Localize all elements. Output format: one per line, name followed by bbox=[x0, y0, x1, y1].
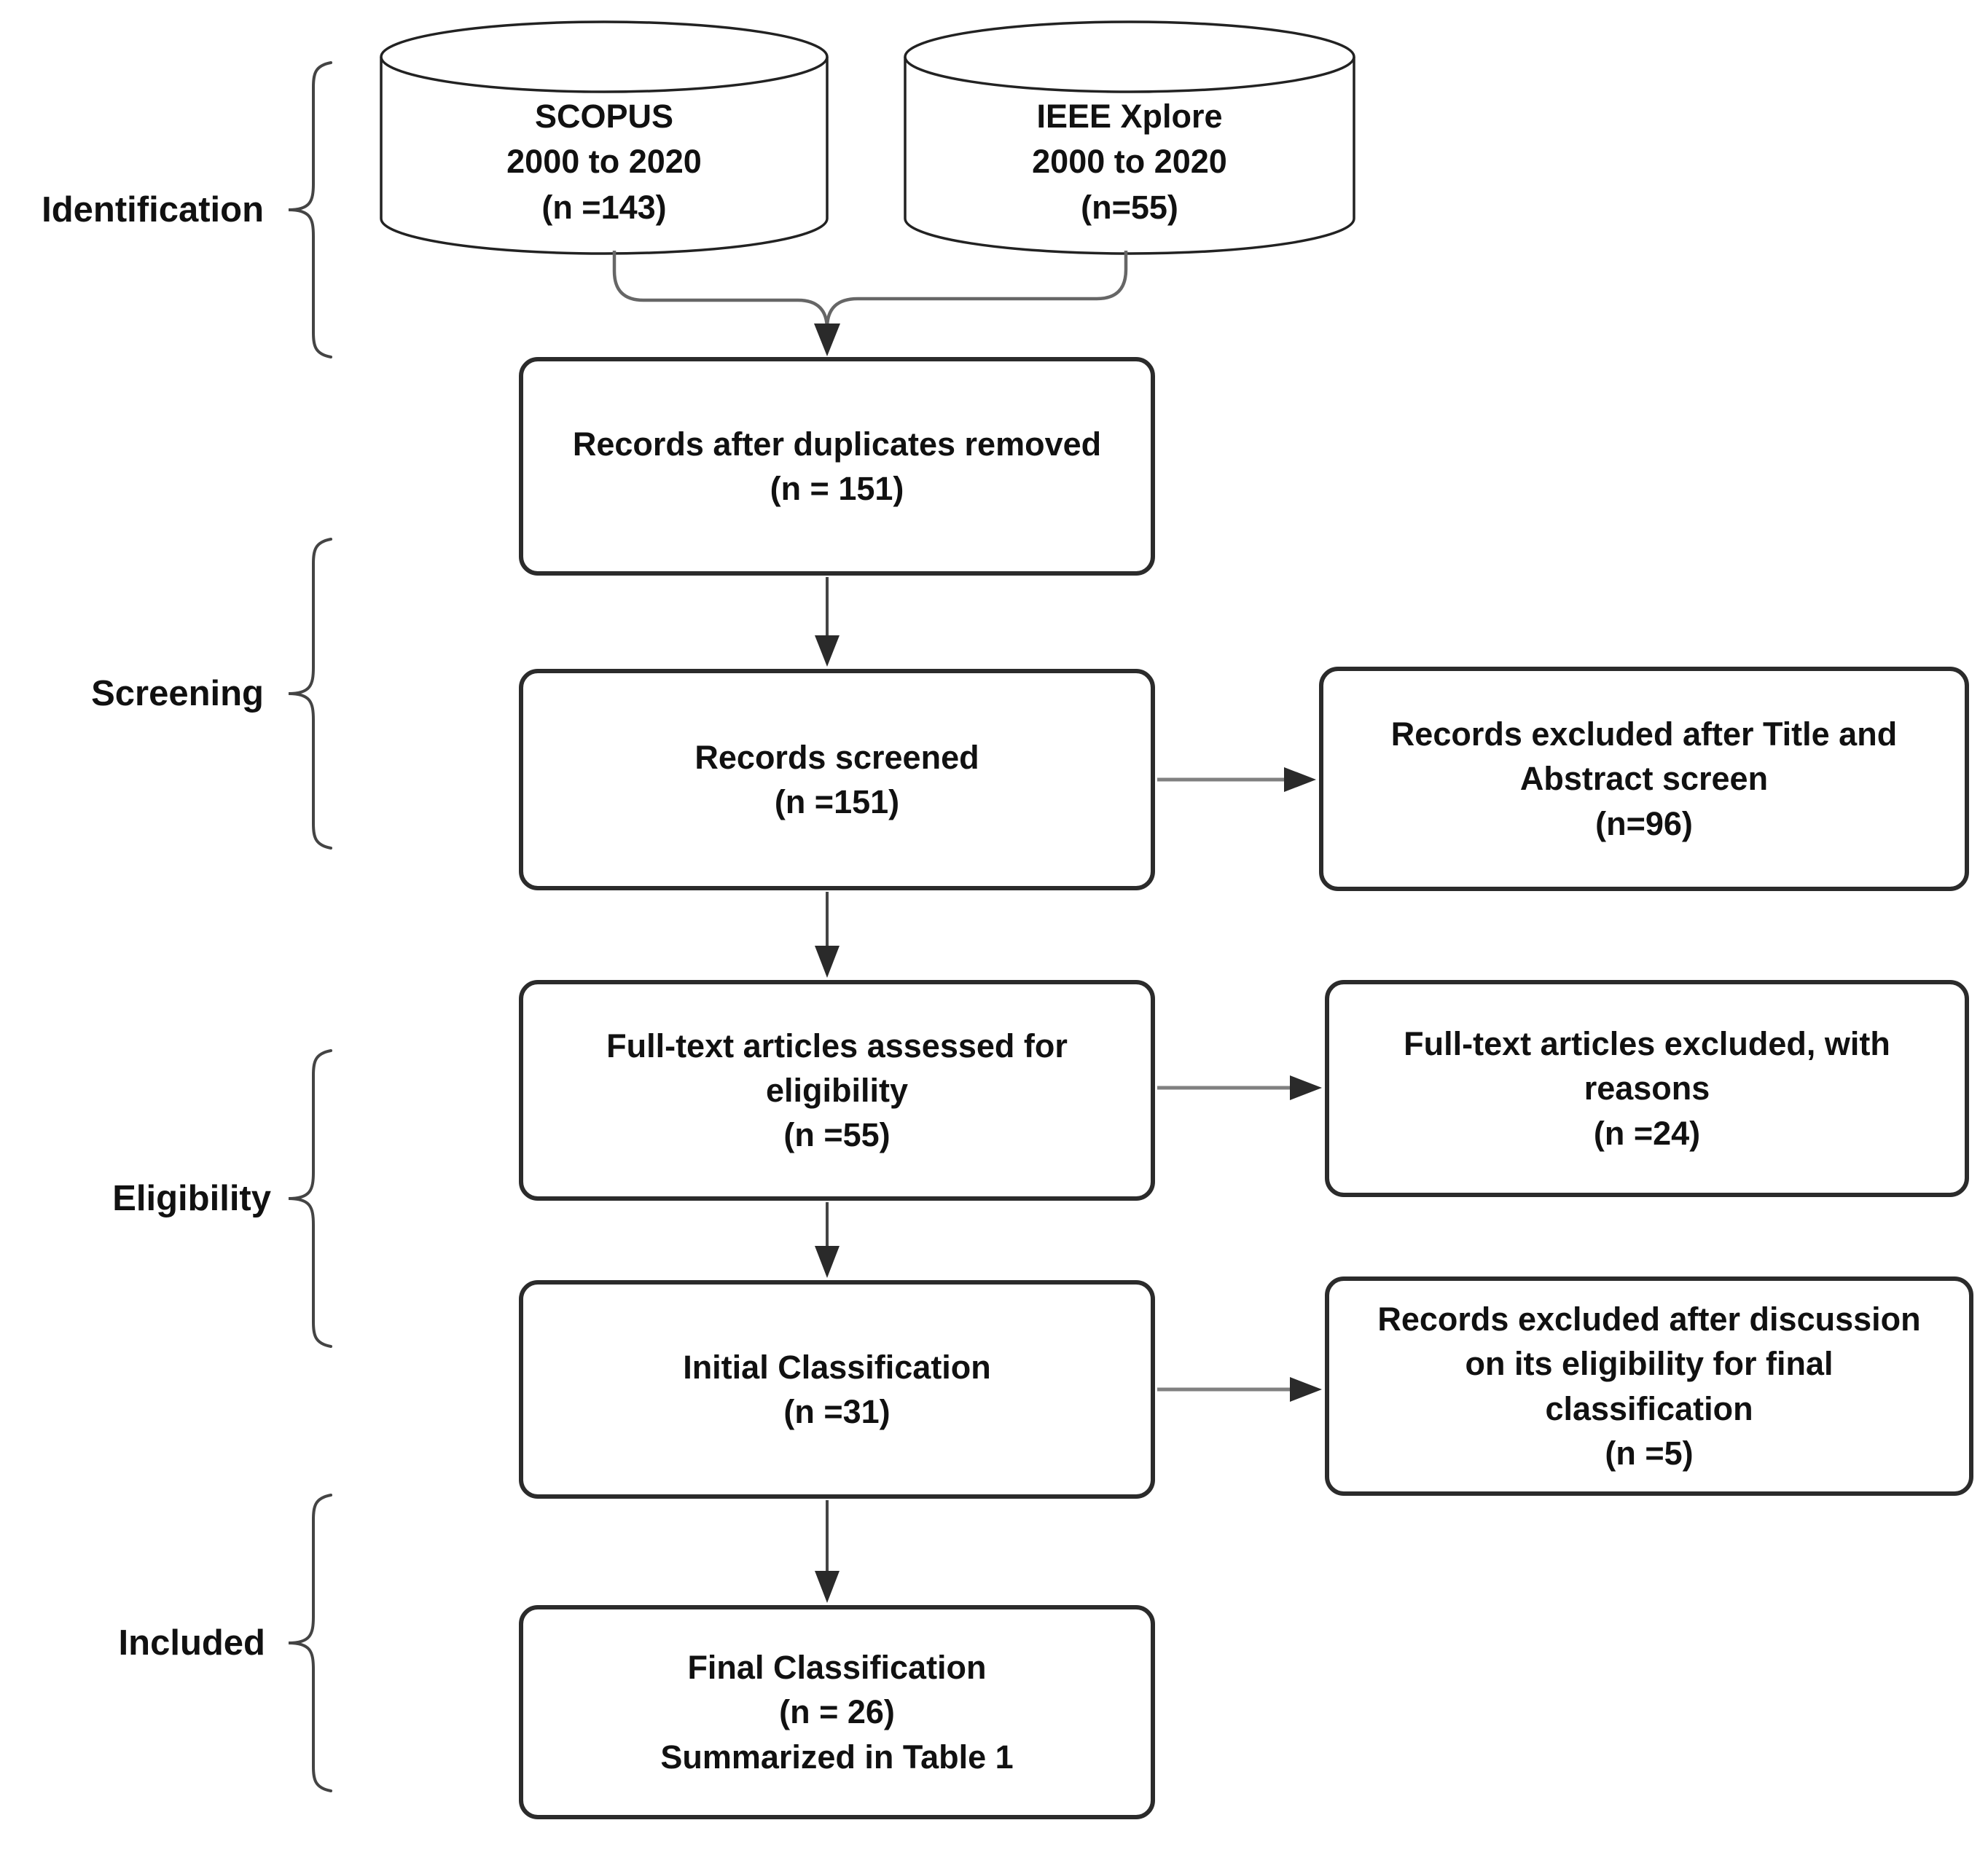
brace-eligibility bbox=[288, 1049, 332, 1348]
ieee-cylinder-shape bbox=[904, 57, 1355, 255]
box-excluded-title-abstract: Records excluded after Title and Abstrac… bbox=[1319, 667, 1969, 891]
box-initial-classification: Initial Classification (n =31) bbox=[519, 1280, 1155, 1499]
merge-connector-right bbox=[825, 251, 1128, 337]
box-final-classification-text: Final Classification (n = 26) Summarized… bbox=[660, 1649, 1014, 1776]
stage-label-eligibility: Eligibility bbox=[112, 1179, 271, 1218]
scopus-cylinder-shape bbox=[380, 57, 829, 255]
box-fulltext-assessed: Full-text articles assessed for eligibil… bbox=[519, 980, 1155, 1201]
box-excluded-fulltext-text: Full-text articles excluded, with reason… bbox=[1404, 1025, 1890, 1152]
box-records-after-duplicates: Records after duplicates removed (n = 15… bbox=[519, 357, 1155, 576]
merge-connector-left bbox=[612, 251, 829, 337]
arrow-initial-to-final-head bbox=[815, 1571, 840, 1603]
box-excluded-after-discussion: Records excluded after discussion on its… bbox=[1325, 1276, 1973, 1496]
box-initial-classification-text: Initial Classification (n =31) bbox=[683, 1348, 991, 1430]
ieee-cylinder-label: IEEE Xplore 2000 to 2020 (n=55) bbox=[1032, 98, 1227, 226]
box-records-after-duplicates-text: Records after duplicates removed (n = 15… bbox=[572, 425, 1102, 507]
ieee-cylinder-top bbox=[904, 20, 1355, 93]
stage-label-identification: Identification bbox=[42, 190, 264, 230]
box-excluded-after-discussion-text: Records excluded after discussion on its… bbox=[1377, 1301, 1921, 1472]
arrow-fulltext-excluded-head bbox=[1290, 1075, 1322, 1100]
box-final-classification: Final Classification (n = 26) Summarized… bbox=[519, 1605, 1155, 1819]
arrow-screened-excluded-head bbox=[1284, 767, 1316, 792]
arrow-initial-excluded-head bbox=[1290, 1377, 1322, 1402]
brace-screening bbox=[288, 538, 332, 850]
arrow-fulltext-to-initial-head bbox=[815, 1246, 840, 1278]
brace-identification bbox=[288, 61, 332, 358]
stage-label-included: Included bbox=[118, 1623, 265, 1663]
box-excluded-fulltext: Full-text articles excluded, with reason… bbox=[1325, 980, 1969, 1197]
scopus-cylinder-label: SCOPUS 2000 to 2020 (n =143) bbox=[506, 98, 702, 226]
merge-arrowhead bbox=[814, 323, 840, 356]
box-records-screened: Records screened (n =151) bbox=[519, 669, 1155, 890]
box-fulltext-assessed-text: Full-text articles assessed for eligibil… bbox=[606, 1027, 1068, 1154]
box-records-screened-text: Records screened (n =151) bbox=[694, 738, 979, 820]
arrow-duplicates-to-screened-head bbox=[815, 635, 840, 667]
box-excluded-title-abstract-text: Records excluded after Title and Abstrac… bbox=[1390, 715, 1898, 842]
brace-included bbox=[288, 1494, 332, 1792]
arrow-screened-to-fulltext-head bbox=[815, 946, 840, 978]
stage-label-screening: Screening bbox=[91, 674, 264, 713]
scopus-cylinder-top bbox=[380, 20, 829, 93]
